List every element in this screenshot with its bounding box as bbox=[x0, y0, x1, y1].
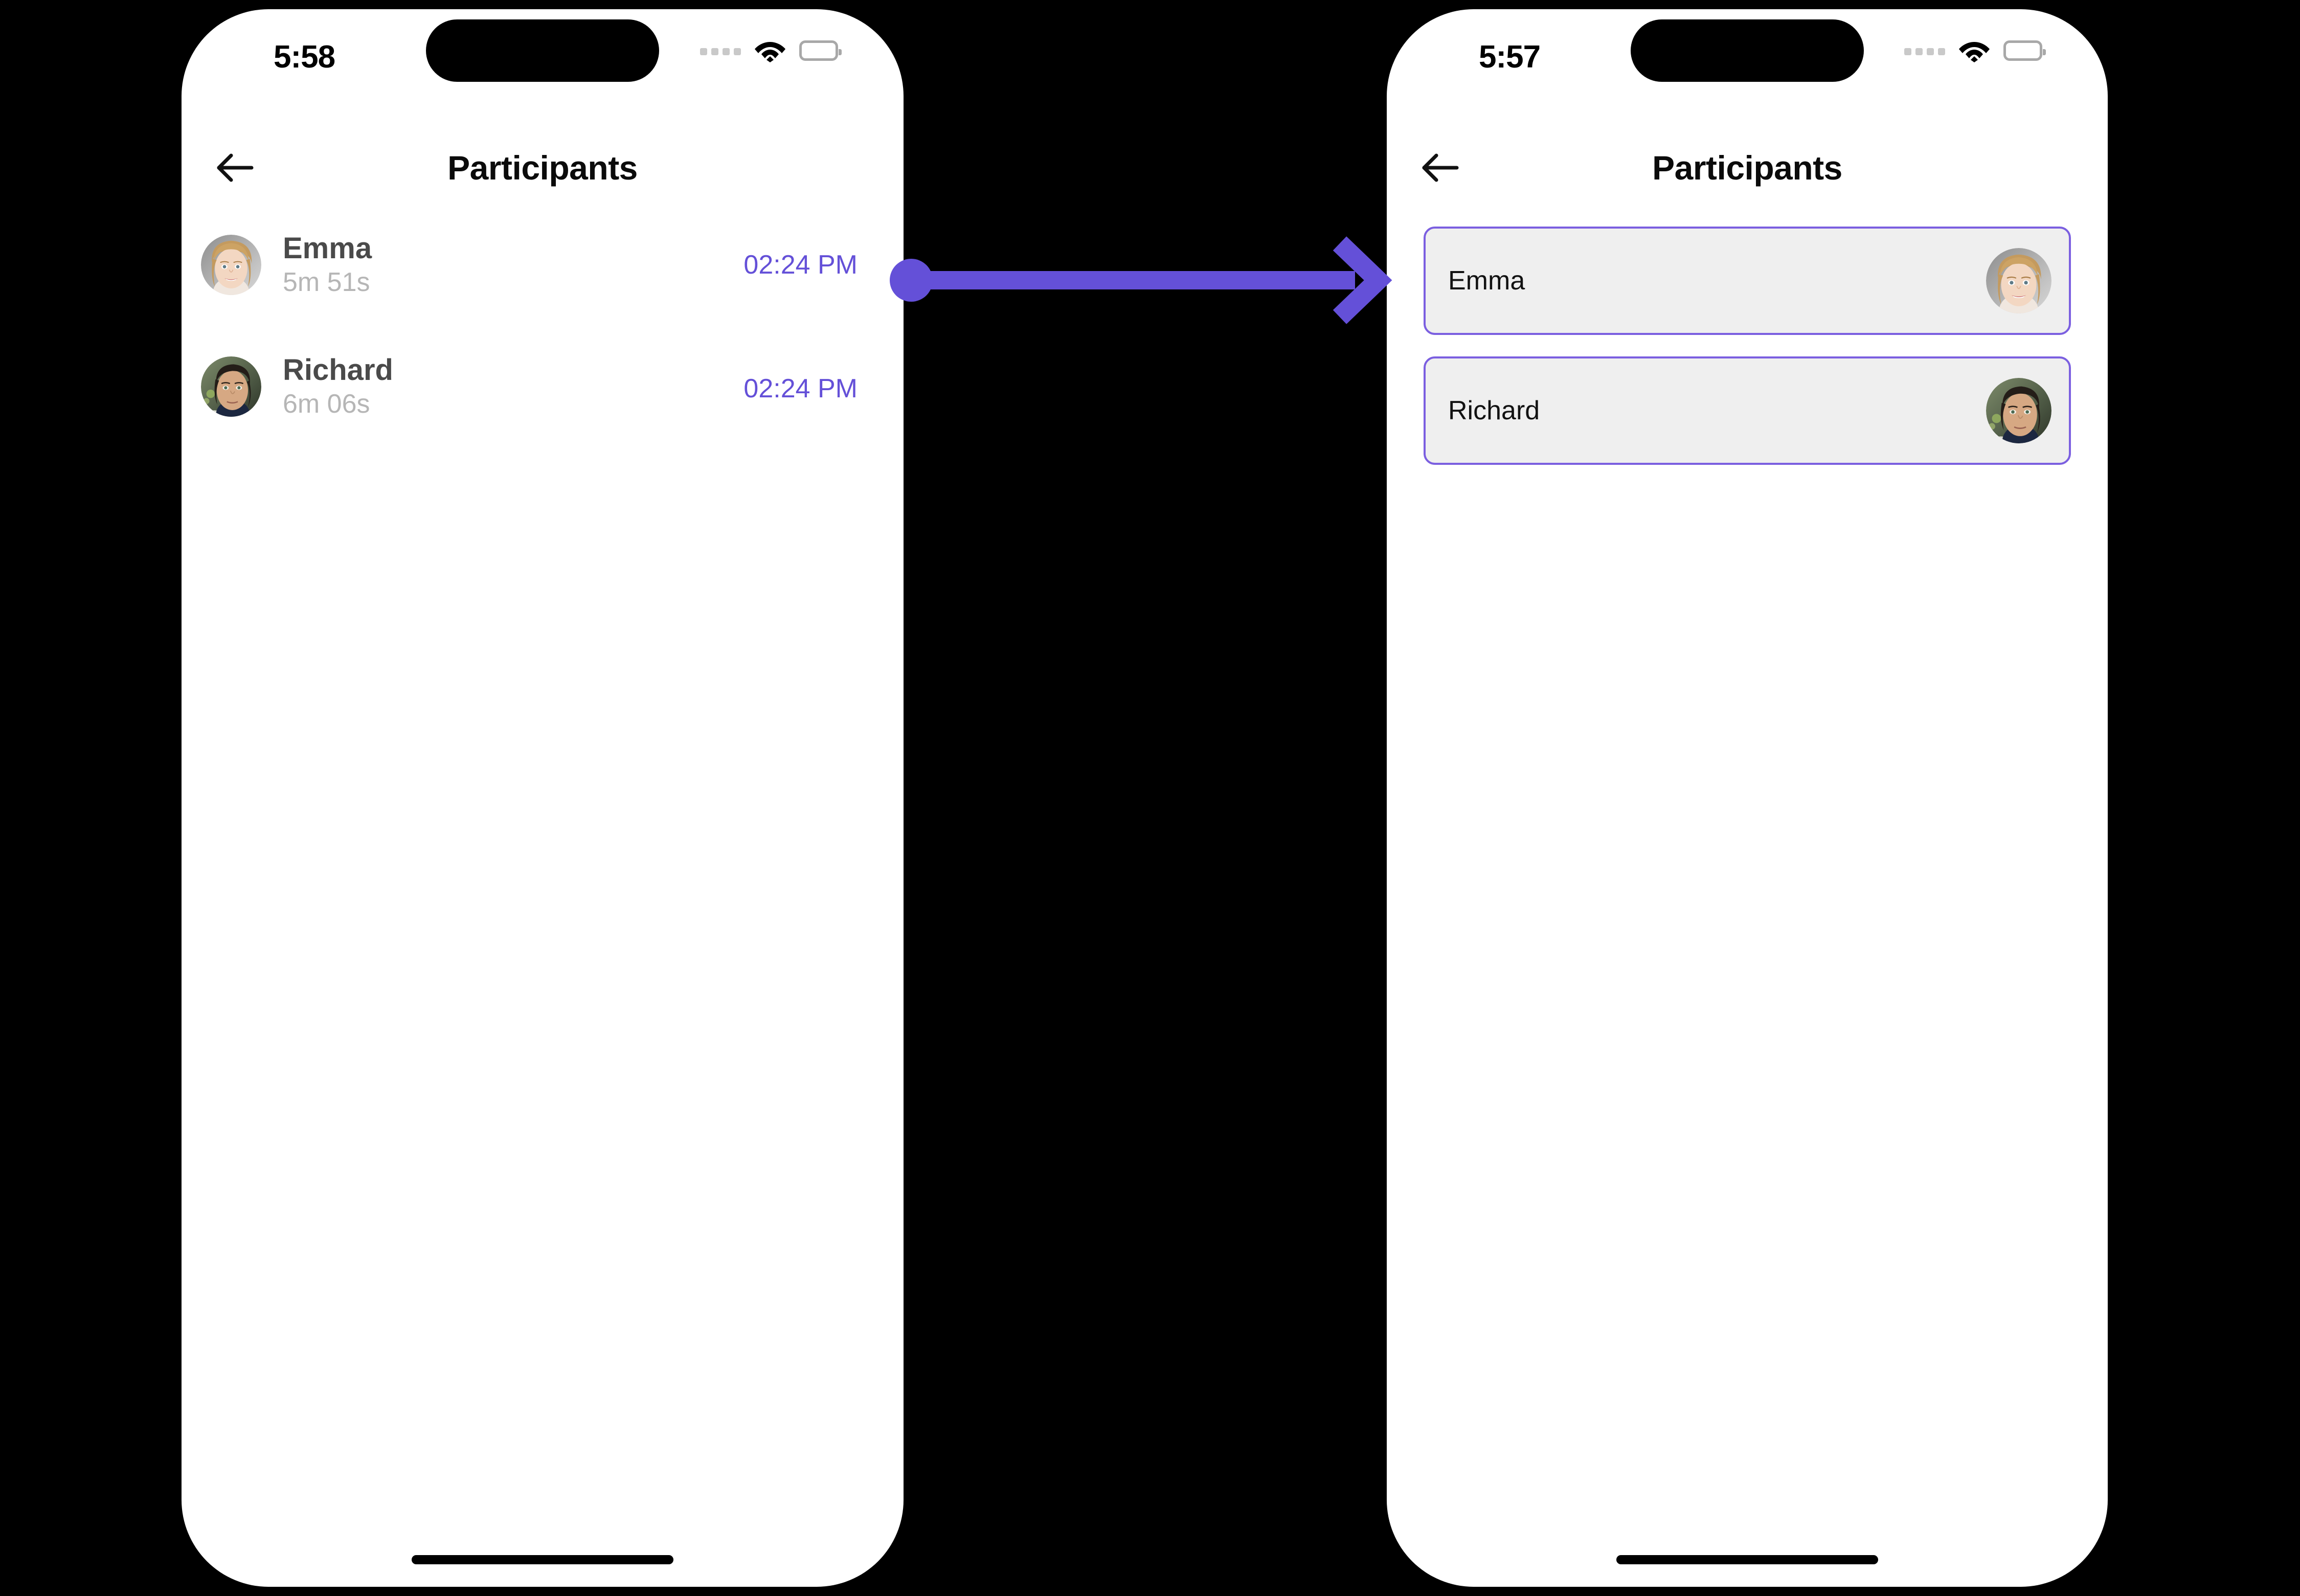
participant-name: Richard bbox=[1448, 396, 1540, 425]
avatar-emma bbox=[201, 235, 261, 295]
avatar-richard bbox=[201, 356, 261, 417]
status-bar-left: 5:58 bbox=[182, 9, 904, 101]
status-time: 5:57 bbox=[1479, 39, 1541, 75]
annotation-arrow bbox=[890, 236, 1392, 324]
list-item[interactable]: Emma 5m 51s 02:24 PM bbox=[182, 224, 904, 306]
home-indicator[interactable] bbox=[412, 1555, 673, 1564]
participant-name: Richard bbox=[283, 353, 393, 387]
participant-time: 02:24 PM bbox=[743, 250, 858, 280]
wifi-icon bbox=[1958, 39, 1990, 62]
list-item[interactable]: Richard 6m 06s 02:24 PM bbox=[182, 346, 904, 428]
avatar-richard bbox=[1986, 378, 2051, 443]
participant-duration: 6m 06s bbox=[283, 389, 370, 419]
status-bar-right: 5:57 bbox=[1387, 9, 2108, 101]
phone-left: 5:58 bbox=[182, 9, 904, 1587]
participant-name: Emma bbox=[283, 232, 372, 265]
signal-dots-icon bbox=[700, 48, 741, 55]
status-time: 5:58 bbox=[274, 39, 335, 75]
wifi-icon bbox=[754, 39, 786, 62]
back-button[interactable] bbox=[201, 134, 267, 201]
dynamic-island bbox=[426, 19, 659, 82]
battery-full-icon bbox=[2003, 40, 2046, 61]
back-arrow-icon bbox=[215, 151, 254, 184]
participant-meta: Emma 5m 51s bbox=[283, 233, 372, 296]
participant-time: 02:24 PM bbox=[743, 374, 858, 403]
back-button[interactable] bbox=[1406, 134, 1473, 201]
phone-right: 5:57 bbox=[1387, 9, 2108, 1587]
status-indicators bbox=[700, 39, 842, 62]
back-arrow-icon bbox=[1420, 151, 1459, 184]
avatar-emma bbox=[1986, 248, 2051, 313]
participant-duration: 5m 51s bbox=[283, 267, 370, 298]
participant-name: Emma bbox=[1448, 266, 1525, 296]
dynamic-island bbox=[1631, 19, 1864, 82]
signal-dots-icon bbox=[1904, 48, 1945, 55]
page-title: Participants bbox=[1652, 149, 1842, 187]
participant-list-left: Emma 5m 51s 02:24 PM bbox=[182, 224, 904, 467]
list-item[interactable]: Emma bbox=[1424, 227, 2071, 335]
nav-bar-right: Participants bbox=[1387, 134, 2108, 201]
page-title: Participants bbox=[447, 149, 638, 187]
status-indicators bbox=[1904, 39, 2046, 62]
battery-full-icon bbox=[799, 40, 842, 61]
nav-bar-left: Participants bbox=[182, 134, 904, 201]
home-indicator[interactable] bbox=[1616, 1555, 1878, 1564]
participant-list-right: Emma bbox=[1387, 227, 2108, 486]
participant-meta: Richard 6m 06s bbox=[283, 353, 393, 419]
list-item[interactable]: Richard bbox=[1424, 356, 2071, 465]
